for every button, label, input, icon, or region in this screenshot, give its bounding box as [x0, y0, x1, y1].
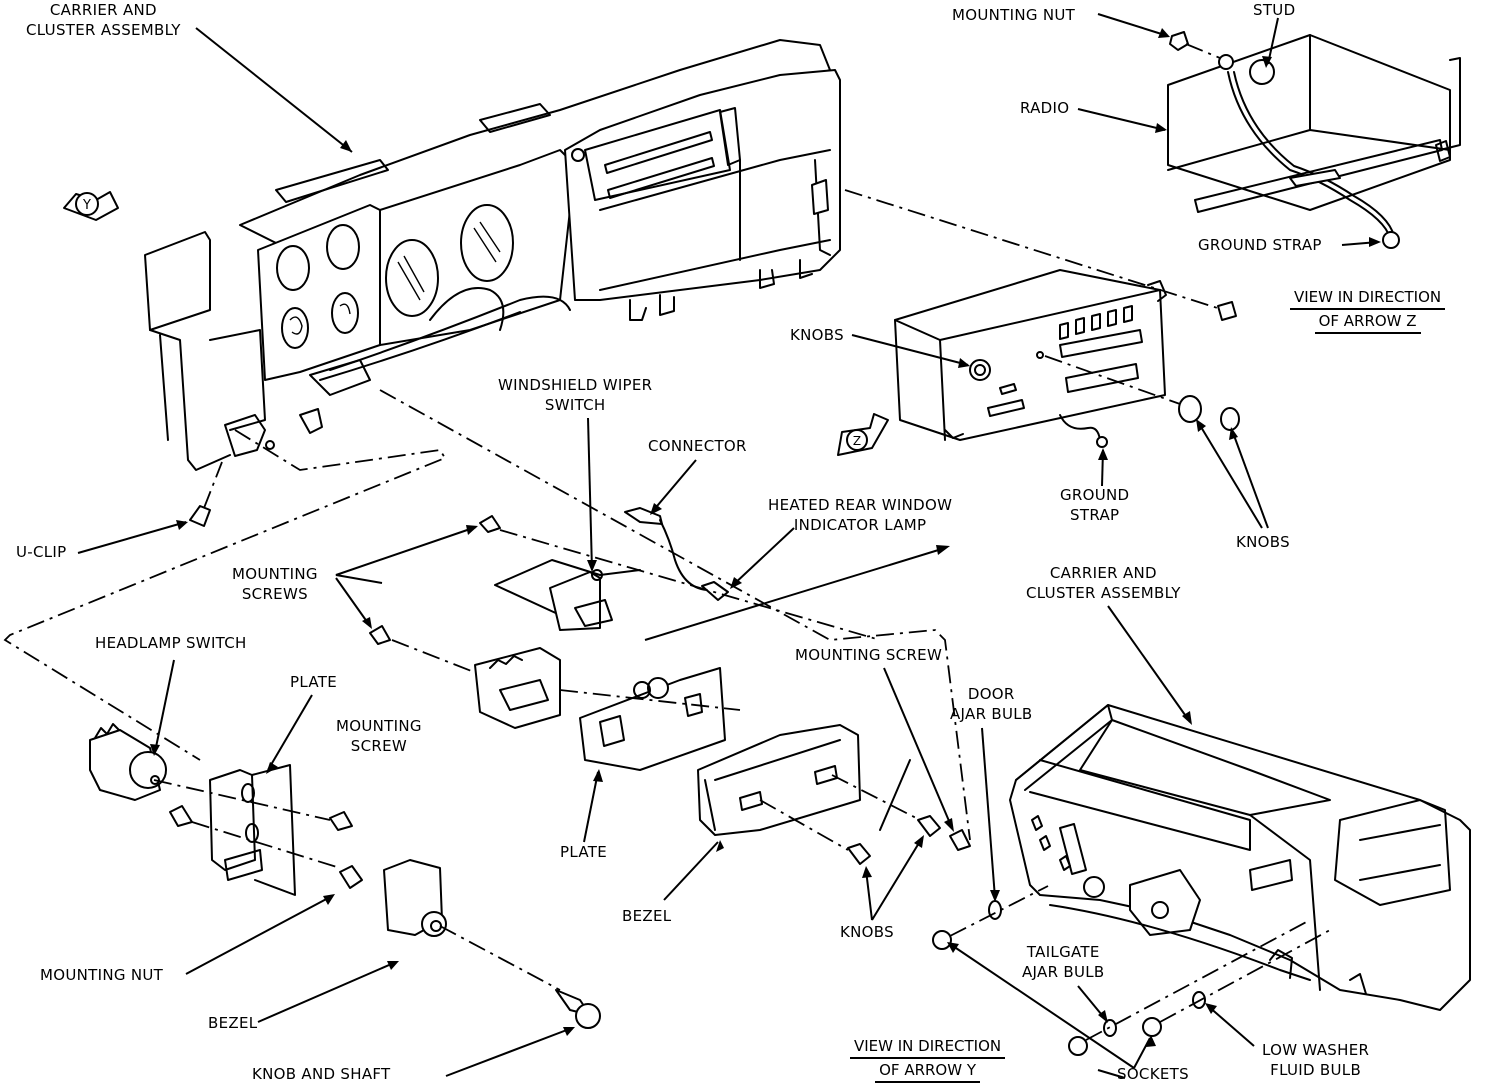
label-sockets: SOCKETS [1117, 1065, 1189, 1083]
label-line: CARRIER AND [49, 1, 157, 19]
label-door-ajar-bulb: DOOR AJAR BULB [950, 684, 1033, 724]
routing-line-radio [844, 189, 1231, 313]
arrow-z-badge: Z [837, 413, 889, 456]
mounting-screw-left-part [169, 805, 193, 827]
label-line: WINDSHIELD WIPER [498, 376, 653, 394]
label-bezel-left: BEZEL [208, 1014, 258, 1032]
label-line: AJAR BULB [1022, 963, 1105, 981]
label-line: FLUID BULB [1270, 1061, 1362, 1079]
label-headlamp-switch: HEADLAMP SWITCH [95, 634, 247, 652]
label-connector: CONNECTOR [648, 437, 747, 455]
label-line: CARRIER AND [1049, 564, 1157, 582]
label-carrier-top: CARRIER AND CLUSTER ASSEMBLY [26, 0, 181, 40]
carrier-cluster-assembly-main [144, 39, 841, 471]
socket-3 [1142, 1017, 1162, 1037]
leader-carrier-top [195, 27, 353, 153]
label-knob-and-shaft: KNOB AND SHAFT [252, 1065, 391, 1083]
label-bezel-center: BEZEL [622, 907, 672, 925]
radio-knob-2 [1220, 407, 1240, 431]
label-mounting-nut-bottom: MOUNTING NUT [40, 966, 164, 984]
view-caption-z-line1: VIEW IN DIRECTION [1290, 287, 1446, 310]
label-windshield-wiper-switch: WINDSHIELD WIPER SWITCH [498, 375, 652, 415]
mounting-nut-bottom-part [339, 865, 363, 889]
label-stud: STUD [1253, 1, 1296, 19]
label-mounting-screws: MOUNTING SCREWS [232, 564, 318, 604]
label-line: AJAR BULB [950, 705, 1033, 723]
label-u-clip: U-CLIP [16, 543, 67, 561]
radio-front [894, 269, 1167, 448]
label-line: GROUND [1060, 486, 1130, 504]
label-line: SWITCH [544, 396, 606, 414]
label-plate-left: PLATE [290, 673, 337, 691]
label-line: SCREWS [241, 585, 308, 603]
label-carrier-bottom: CARRIER AND CLUSTER ASSEMBLY [1026, 563, 1181, 603]
label-knobs-bezel: KNOBS [840, 923, 894, 941]
wiper-switch-part [549, 571, 601, 631]
radio-screw [1217, 301, 1237, 321]
routing-line-wiper [379, 389, 971, 841]
label-line: TAILGATE [1026, 943, 1100, 961]
label-line: CLUSTER ASSEMBLY [26, 21, 181, 39]
arrow-y-letter: Y [82, 198, 91, 213]
label-line: DOOR [967, 685, 1015, 703]
label-radio: RADIO [1020, 99, 1070, 117]
mounting-screw-right-part [949, 829, 971, 851]
radio-view-z [1167, 31, 1461, 249]
mounting-screw-upper [479, 515, 501, 533]
label-ground-strap-mid: GROUND STRAP [1060, 485, 1129, 525]
u-clip-part [189, 505, 211, 527]
mounting-screw-lower [369, 625, 391, 645]
arrow-z-letter: Z [853, 434, 861, 448]
bezel-center-part [697, 724, 861, 836]
view-caption-z-line2: OF ARROW Z [1314, 311, 1421, 334]
door-ajar-bulb-part [988, 900, 1002, 920]
view-caption-y-line2: OF ARROW Y [875, 1060, 981, 1083]
headlamp-switch-center [474, 647, 561, 729]
socket-1 [932, 930, 952, 950]
label-line: INDICATOR LAMP [793, 516, 927, 534]
knob-and-shaft-part [575, 1003, 601, 1029]
bezel-knob-2 [917, 815, 941, 837]
label-line: HEATED REAR WINDOW [768, 496, 953, 514]
label-line: STRAP [1070, 506, 1120, 524]
radio-knob-1 [1178, 395, 1202, 423]
view-caption-z: VIEW IN DIRECTION OF ARROW Z [1290, 287, 1446, 334]
label-plate-center: PLATE [560, 843, 607, 861]
routing-line-headlamp [3, 429, 447, 761]
bezel-knob-1 [847, 843, 871, 865]
carrier-cluster-assembly-view-y [1009, 704, 1471, 1011]
arrow-y-badge: Y [63, 191, 119, 221]
view-caption-y-line1: VIEW IN DIRECTION [850, 1036, 1006, 1059]
socket-2 [1068, 1036, 1088, 1056]
heated-rear-window-lamp [701, 581, 729, 601]
label-mounting-screw-left: MOUNTING SCREW [336, 716, 422, 756]
label-knobs-radio-left: KNOBS [790, 326, 844, 344]
plate-center-part [579, 667, 726, 771]
label-tailgate-ajar-bulb: TAILGATE AJAR BULB [1022, 942, 1105, 982]
label-line: CLUSTER ASSEMBLY [1026, 584, 1181, 602]
label-knobs-radio-right: KNOBS [1236, 533, 1290, 551]
label-low-washer-fluid-bulb: LOW WASHER FLUID BULB [1262, 1040, 1369, 1080]
label-mounting-screw-right: MOUNTING SCREW [795, 646, 943, 664]
label-line: SCREW [350, 737, 407, 755]
label-mounting-nut-top: MOUNTING NUT [952, 6, 1076, 24]
label-heated-rear-window: HEATED REAR WINDOW INDICATOR LAMP [768, 495, 952, 535]
label-line: MOUNTING [336, 717, 422, 735]
label-line: MOUNTING [232, 565, 318, 583]
view-caption-y: VIEW IN DIRECTION OF ARROW Y [850, 1036, 1006, 1083]
label-line: LOW WASHER [1262, 1041, 1370, 1059]
label-ground-strap-top: GROUND STRAP [1198, 236, 1322, 254]
